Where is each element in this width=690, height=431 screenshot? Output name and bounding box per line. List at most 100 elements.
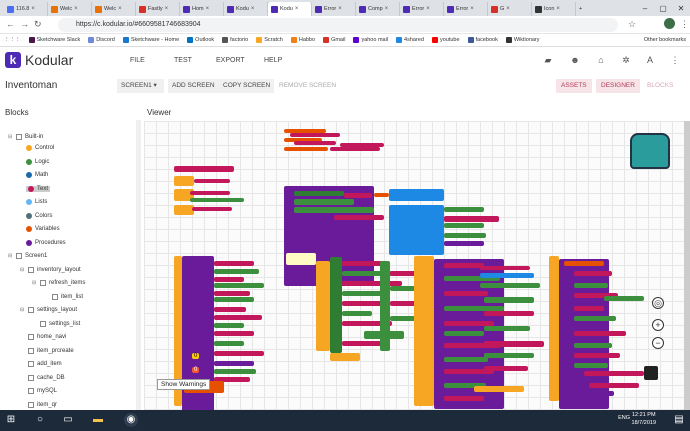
bookmark-item[interactable]: factorio (222, 37, 248, 43)
tree-component-item[interactable]: ⊟inventory_layout (20, 266, 81, 273)
code-block[interactable] (484, 326, 530, 331)
code-block[interactable] (444, 357, 488, 362)
code-block[interactable] (574, 293, 618, 298)
code-block[interactable] (390, 271, 420, 276)
code-block[interactable] (334, 215, 384, 220)
code-block[interactable] (342, 341, 390, 346)
menu-test[interactable]: TEST (174, 57, 192, 64)
code-block[interactable] (214, 341, 244, 346)
code-block[interactable] (574, 271, 612, 276)
code-block[interactable] (284, 138, 322, 142)
code-block[interactable] (390, 301, 420, 306)
menu-export[interactable]: EXPORT (216, 57, 245, 64)
tree-component-item[interactable]: home_navi (20, 334, 66, 340)
forward-icon[interactable]: → (20, 19, 29, 29)
code-block[interactable] (284, 147, 328, 151)
maximize-icon[interactable]: ▢ (659, 3, 667, 13)
recenter-icon[interactable]: ◎ (652, 297, 664, 309)
code-block[interactable] (194, 179, 230, 183)
account-menu-icon[interactable]: ⋮ (670, 55, 680, 65)
tab-close-icon[interactable]: × (426, 6, 430, 12)
code-block[interactable] (344, 193, 372, 198)
bookmark-item[interactable]: Scratch (256, 37, 283, 43)
collapse-toggle-icon[interactable]: ⊟ (8, 134, 13, 140)
menu-help[interactable]: HELP (264, 57, 283, 64)
code-block[interactable] (414, 256, 434, 406)
tree-component-item[interactable]: settings_list (32, 320, 80, 327)
code-block[interactable] (574, 343, 612, 348)
browser-tab[interactable]: Fastly× (136, 2, 180, 16)
browser-tab[interactable]: G× (488, 2, 532, 16)
code-block[interactable] (174, 166, 234, 172)
store-icon[interactable]: ⌂ (598, 55, 604, 65)
tab-close-icon[interactable]: × (338, 6, 342, 12)
code-block[interactable] (444, 321, 494, 326)
chrome-icon[interactable]: ◉ (124, 413, 138, 427)
remove-screen-button[interactable]: REMOVE SCREEN (275, 79, 341, 93)
code-block[interactable] (214, 369, 256, 374)
tab-close-icon[interactable]: × (250, 6, 255, 12)
code-block[interactable] (294, 207, 374, 213)
code-block[interactable] (294, 199, 354, 205)
tab-close-icon[interactable]: × (118, 6, 122, 12)
collapse-toggle-icon[interactable]: ⊟ (20, 266, 25, 273)
code-block[interactable] (342, 291, 388, 296)
show-warnings-button[interactable]: Show Warnings (157, 379, 211, 390)
code-block[interactable] (330, 353, 360, 361)
code-block[interactable] (484, 366, 528, 371)
code-block[interactable] (389, 189, 444, 201)
tree-component-item[interactable]: mySQL (20, 388, 57, 394)
url-input[interactable]: https://c.kodular.io/#6609581746683904 (58, 18, 618, 32)
code-block[interactable] (214, 331, 254, 336)
code-block[interactable] (574, 306, 604, 311)
bookmark-item[interactable]: Sketchware - Home (122, 37, 179, 43)
tab-close-icon[interactable]: × (31, 6, 35, 12)
tree-component-item[interactable]: item_prcreate (20, 347, 74, 354)
code-block[interactable] (174, 205, 194, 215)
settings-icon[interactable]: ✲ (622, 55, 630, 65)
code-block[interactable] (480, 266, 530, 270)
code-block[interactable] (584, 371, 644, 376)
code-block[interactable] (214, 307, 246, 312)
assets-button[interactable]: ASSETS (556, 79, 592, 93)
close-icon[interactable]: ✕ (677, 3, 685, 13)
code-block[interactable] (174, 189, 194, 201)
tree-component-item[interactable]: ⊟refresh_items (32, 280, 85, 286)
code-block[interactable] (390, 316, 434, 321)
bookmark-star-icon[interactable]: ☆ (628, 19, 637, 29)
browser-tab[interactable]: Kodu× (268, 2, 312, 16)
code-block[interactable] (342, 271, 392, 276)
code-block[interactable] (549, 256, 559, 401)
code-block[interactable] (342, 261, 382, 266)
search-icon[interactable]: ○ (36, 414, 44, 425)
code-block[interactable] (214, 283, 264, 288)
code-block[interactable] (214, 351, 264, 356)
code-block[interactable] (574, 363, 608, 368)
back-icon[interactable]: ← (6, 19, 15, 29)
copy-screen-button[interactable]: COPY SCREEN (219, 79, 275, 93)
code-block[interactable] (214, 291, 250, 296)
tree-component-item[interactable]: cache_DB (20, 374, 65, 381)
browser-tab[interactable]: Error× (312, 2, 356, 16)
apps-icon[interactable]: ⋮⋮⋮ (4, 37, 21, 43)
tree-builtin-item[interactable]: Lists (26, 199, 47, 205)
code-block[interactable] (444, 369, 494, 374)
bookmark-item[interactable]: Wiktionary (505, 37, 540, 43)
workspace-scrollbar[interactable] (684, 121, 690, 410)
code-block[interactable] (340, 143, 384, 147)
browser-tab[interactable]: Kodu× (224, 2, 268, 16)
code-block[interactable] (604, 296, 644, 301)
collapse-toggle-icon[interactable]: ⊟ (20, 307, 25, 313)
warnings-count[interactable]: 0 (192, 353, 200, 359)
bookmark-item[interactable]: yahoo mail (353, 37, 388, 43)
browser-tab[interactable]: Hom× (180, 2, 224, 16)
code-block[interactable] (484, 341, 544, 347)
tree-builtin-item[interactable]: Logic (26, 158, 49, 165)
language-icon[interactable]: A (646, 55, 653, 65)
code-block[interactable] (574, 353, 620, 358)
code-block[interactable] (214, 277, 244, 282)
code-block[interactable] (390, 286, 430, 291)
bookmark-item[interactable]: facebook (467, 37, 498, 43)
browser-tab[interactable]: Error× (400, 2, 444, 16)
code-block[interactable] (444, 343, 500, 348)
